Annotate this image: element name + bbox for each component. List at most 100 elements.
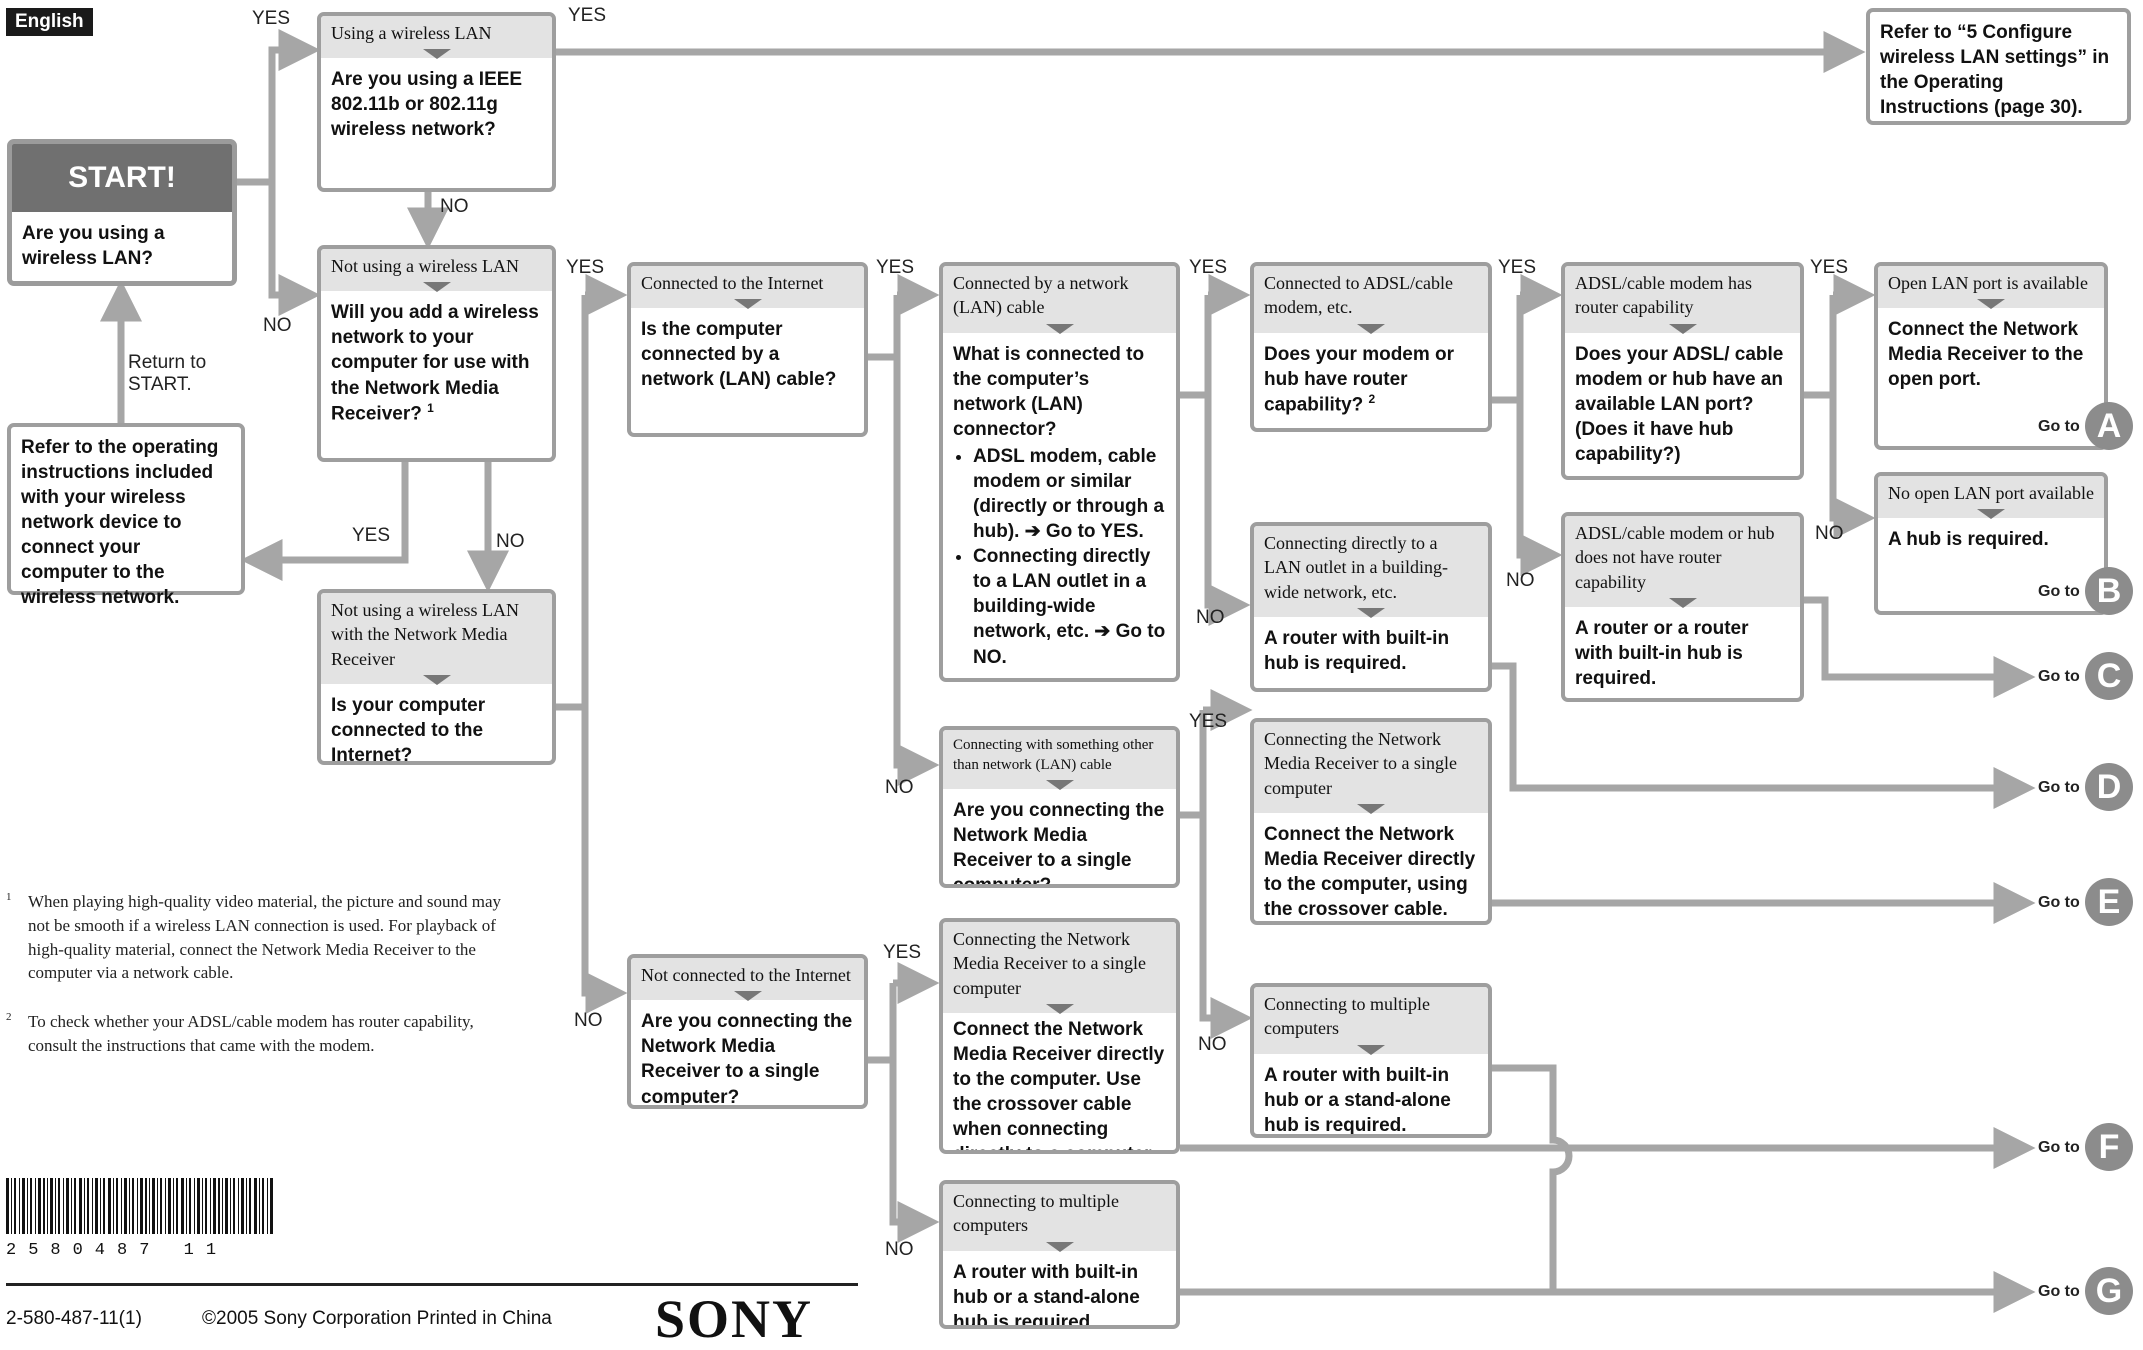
goto-label: Go to bbox=[2038, 779, 2080, 796]
answer-yes-label: YES bbox=[1189, 257, 1228, 278]
node-header: Not connected to the Internet bbox=[631, 958, 864, 1001]
document-code: 2-580-487-11(1) bbox=[6, 1308, 142, 1329]
node-header: Connecting to multiple computers bbox=[1254, 987, 1488, 1054]
node-header: Connected by a network (LAN) cable bbox=[943, 266, 1176, 333]
answer-no-label: NO bbox=[496, 531, 525, 552]
footnote-text: When playing high-quality video material… bbox=[28, 892, 502, 983]
return-to-start-label: Return to START. bbox=[128, 352, 207, 395]
answer-yes-label: YES bbox=[568, 5, 607, 26]
node-answer: A router with built-in hub or a stand-al… bbox=[1264, 1064, 1451, 1136]
node-answer: Connect the Network Media Receiver direc… bbox=[953, 1018, 1165, 1150]
edge-outlet-d bbox=[1492, 662, 2036, 809]
edge-adsl-branch bbox=[1492, 295, 1524, 404]
footnote-text: To check whether your ADSL/cable modem h… bbox=[28, 1012, 474, 1055]
answer-no-label: NO bbox=[574, 1010, 603, 1031]
goto-label: Go to bbox=[2038, 418, 2080, 435]
footnote-1: 1 When playing high-quality video materi… bbox=[6, 890, 506, 985]
answer-yes-label: YES bbox=[1189, 711, 1228, 732]
footnote-2: 2 To check whether your ADSL/cable modem… bbox=[6, 1010, 506, 1058]
node-question: Are you using a IEEE 802.11b or 802.11g … bbox=[331, 69, 523, 141]
goto-label: Go to bbox=[2038, 668, 2080, 685]
node-question: What is connected to the computer’s netw… bbox=[943, 333, 1176, 678]
node-header: ADSL/cable modem or hub does not have ro… bbox=[1565, 516, 1800, 607]
edge-lan-branch bbox=[1180, 295, 1212, 399]
edge-nmr-branch bbox=[556, 295, 589, 711]
node-header: Using a wireless LAN bbox=[321, 16, 552, 59]
list-item: Connecting directly to a LAN outlet in a… bbox=[973, 544, 1166, 669]
node-adsl: Connected to ADSL/cable modem, etc. Does… bbox=[1250, 262, 1492, 432]
node-answer: A router with built-in hub or a stand-al… bbox=[953, 1261, 1140, 1329]
footer-divider bbox=[6, 1283, 858, 1286]
answer-no-label: NO bbox=[1506, 570, 1535, 591]
goto-target-b: B bbox=[2085, 567, 2133, 615]
node-header: Connecting with something other than net… bbox=[943, 730, 1176, 789]
language-tag: English bbox=[6, 8, 93, 36]
answer-no-label: NO bbox=[1198, 1034, 1227, 1055]
answer-yes-label: YES bbox=[883, 942, 922, 963]
refer-operating-box: Refer to the operating instructions incl… bbox=[7, 423, 245, 608]
node-answer: A router or a router with built-in hub i… bbox=[1575, 617, 1749, 690]
list-item: ADSL modem, cable modem or similar (dire… bbox=[973, 444, 1166, 544]
goto-label: Go to bbox=[2038, 894, 2080, 911]
node-header: Not using a wireless LAN bbox=[321, 249, 552, 292]
node-not-wireless: Not using a wireless LAN Will you add a … bbox=[317, 245, 556, 462]
node-other-cable: Connecting with something other than net… bbox=[939, 726, 1180, 888]
copyright-text: ©2005 Sony Corporation Printed in China bbox=[202, 1308, 552, 1329]
footnote-number: 2 bbox=[6, 1011, 12, 1023]
node-internet: Connected to the Internet Is the compute… bbox=[627, 262, 868, 437]
answer-no-label: NO bbox=[885, 777, 914, 798]
node-not-internet: Not connected to the Internet Are you co… bbox=[627, 954, 868, 1109]
barcode bbox=[6, 1178, 273, 1234]
node-header: Connecting the Network Media Receiver to… bbox=[1254, 722, 1488, 813]
answer-yes-label: YES bbox=[1498, 257, 1537, 278]
answer-yes-label: YES bbox=[252, 8, 291, 29]
node-not-wireless-nmr: Not using a wireless LAN with the Networ… bbox=[317, 589, 556, 765]
goto-label: Go to bbox=[2038, 1139, 2080, 1156]
node-question: Does your ADSL/ cable modem or hub have … bbox=[1575, 343, 1784, 465]
barcode-number: 2580487 11 bbox=[6, 1241, 229, 1260]
answer-no-label: NO bbox=[885, 1239, 914, 1260]
node-answer: A router with built-in hub is required. bbox=[1264, 627, 1450, 674]
edge-cable-branch bbox=[868, 295, 901, 361]
node-router-capability: ADSL/cable modem has router capability D… bbox=[1561, 262, 1804, 480]
answer-yes-label: YES bbox=[352, 525, 391, 546]
node-single-computer-1: Connecting the Network Media Receiver to… bbox=[1250, 718, 1492, 925]
node-answer: A hub is required. bbox=[1888, 529, 2049, 551]
edge-start-no bbox=[268, 182, 321, 316]
edge-internet-no bbox=[581, 707, 628, 1014]
node-header: Connecting directly to a LAN outlet in a… bbox=[1254, 526, 1488, 617]
node-answer: Connect the Network Media Receiver to th… bbox=[1888, 319, 2084, 391]
node-header: Open LAN port is available bbox=[1878, 266, 2104, 309]
edge-noport-c bbox=[1804, 596, 2036, 698]
edge-multi1-g bbox=[1492, 1064, 1573, 1292]
edge-lan-no bbox=[1204, 395, 1251, 626]
start-box: START! Are you using a wireless LAN? bbox=[7, 139, 237, 286]
edge-adsl-no bbox=[1516, 400, 1563, 576]
node-header: Connected to ADSL/cable modem, etc. bbox=[1254, 266, 1488, 333]
goto-target-a: A bbox=[2085, 402, 2133, 450]
node-question: Will you add a wireless network to your … bbox=[331, 302, 539, 424]
edge-router-branch bbox=[1804, 295, 1837, 399]
goto-target-d: D bbox=[2085, 763, 2133, 811]
edge-notnet-no bbox=[889, 1060, 940, 1243]
node-question: Is the computer connected by a network (… bbox=[641, 319, 837, 391]
answer-no-label: NO bbox=[440, 196, 469, 217]
answer-yes-label: YES bbox=[566, 257, 605, 278]
goto-label: Go to bbox=[2038, 583, 2080, 600]
goto-target-c: C bbox=[2085, 652, 2133, 700]
answer-no-label: NO bbox=[1815, 523, 1844, 544]
edge-start-yes bbox=[237, 29, 321, 186]
node-single-computer-2: Connecting the Network Media Receiver to… bbox=[939, 918, 1180, 1154]
goto-target-g: G bbox=[2085, 1267, 2133, 1315]
edge-add-yes bbox=[240, 462, 409, 581]
node-wireless: Using a wireless LAN Are you using a IEE… bbox=[317, 12, 556, 192]
node-question: Does your modem or hub have router capab… bbox=[1264, 343, 1455, 416]
goto-label: Go to bbox=[2038, 1283, 2080, 1300]
footnote-number: 1 bbox=[6, 891, 12, 903]
sony-logo: SONY bbox=[655, 1289, 814, 1349]
answer-yes-label: YES bbox=[876, 257, 915, 278]
start-title: START! bbox=[12, 144, 232, 212]
goto-target-f: F bbox=[2085, 1123, 2133, 1171]
node-no-router: ADSL/cable modem or hub does not have ro… bbox=[1561, 512, 1804, 702]
node-question: Is your computer connected to the Intern… bbox=[331, 694, 486, 765]
